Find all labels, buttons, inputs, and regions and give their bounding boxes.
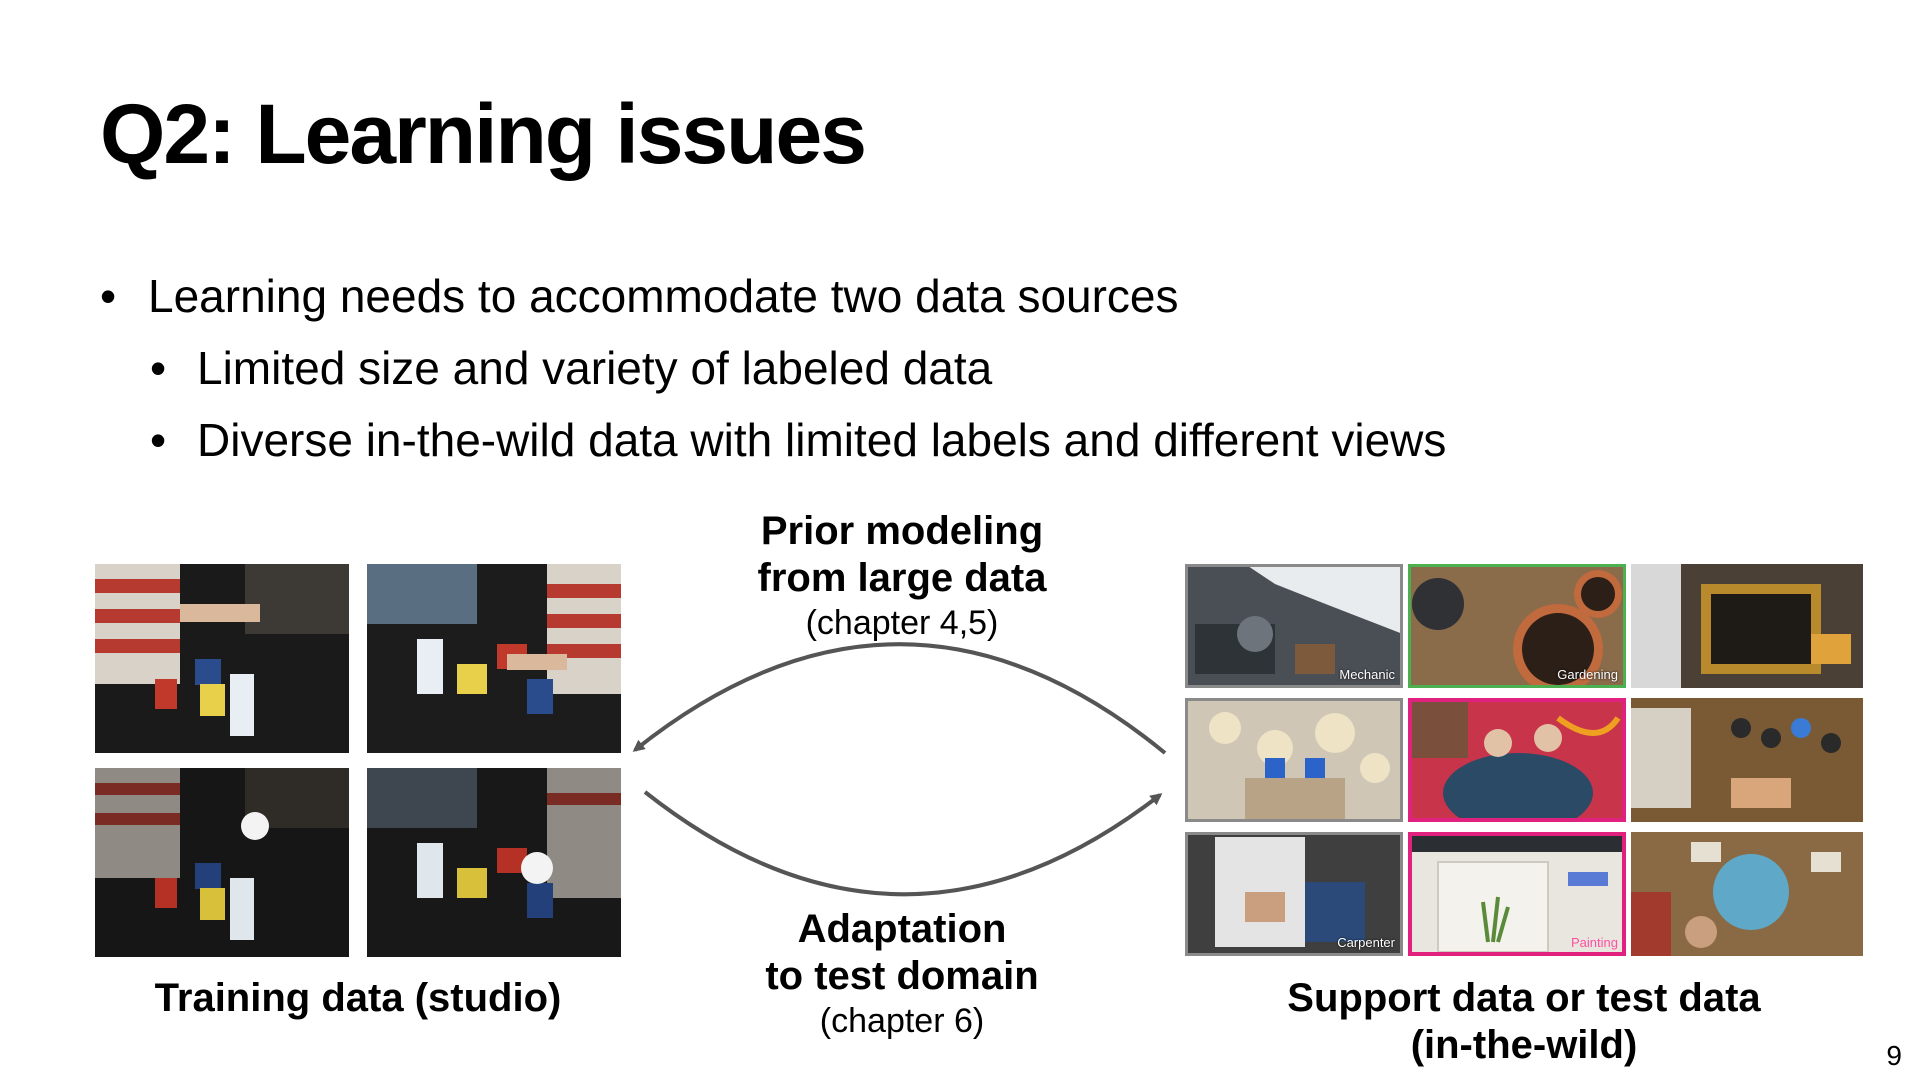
support-data-caption: Support data or test data (in-the-wild) — [1185, 975, 1863, 1069]
sub-bullet-item: • Diverse in-the-wild data with limited … — [100, 412, 1700, 484]
prior-modeling-line1: Prior modeling — [760, 509, 1044, 553]
gardening-tag: Gardening — [1557, 667, 1618, 682]
sub-bullet-text: Limited size and variety of labeled data — [197, 342, 993, 394]
prior-modeling-line2: from large data — [757, 556, 1047, 600]
carpenter-tag: Carpenter — [1337, 935, 1395, 950]
carpenter-photo: Carpenter — [1185, 832, 1403, 956]
studio-photo — [95, 768, 349, 957]
prior-modeling-chapter: (chapter 4,5) — [805, 604, 999, 642]
training-image-grid — [95, 564, 621, 957]
bullet-list: • Learning needs to accommodate two data… — [100, 268, 1700, 484]
gardening-photo: Gardening — [1408, 564, 1626, 688]
sub-bullet-text: Diverse in-the-wild data with limited la… — [197, 414, 1447, 466]
support-data-caption-line1: Support data or test data — [1287, 976, 1761, 1020]
bullet-item: • Learning needs to accommodate two data… — [100, 268, 1700, 340]
studio-photo — [367, 768, 621, 957]
flow-arrows — [632, 642, 1167, 897]
page-number: 9 — [1886, 1040, 1902, 1071]
crafting-photo — [1631, 698, 1863, 822]
arrow-to-training-data — [632, 642, 1167, 755]
studio-photo — [367, 564, 621, 753]
adaptation-line2: to test domain — [765, 954, 1039, 998]
training-data-caption: Training data (studio) — [154, 976, 562, 1020]
prior-modeling-label: Prior modeling from large data (chapter … — [702, 508, 1102, 644]
bullet-dot: • — [100, 270, 117, 322]
board-game-photo — [1631, 832, 1863, 956]
baking-photo — [1185, 698, 1403, 822]
adaptation-line1: Adaptation — [797, 907, 1007, 951]
painting-tag: Painting — [1571, 935, 1618, 950]
knitting-photo — [1408, 698, 1626, 822]
support-data-caption-line2: (in-the-wild) — [1410, 1023, 1638, 1067]
mechanic-photo: Mechanic — [1185, 564, 1403, 688]
slide-title: Q2: Learning issues — [100, 87, 867, 181]
cooking-photo — [1631, 564, 1863, 688]
adaptation-chapter: (chapter 6) — [819, 1002, 985, 1040]
in-the-wild-image-grid: Mechanic Gardening — [1185, 564, 1863, 957]
mechanic-tag: Mechanic — [1339, 667, 1395, 682]
studio-photo — [95, 564, 349, 753]
bullet-dot: • — [150, 414, 167, 466]
adaptation-label: Adaptation to test domain (chapter 6) — [702, 906, 1102, 1042]
arrow-to-test-data — [643, 790, 1163, 897]
bullet-text: Learning needs to accommodate two data s… — [148, 270, 1179, 322]
sub-bullet-item: • Limited size and variety of labeled da… — [100, 340, 1700, 412]
painting-photo: Painting — [1408, 832, 1626, 956]
bullet-dot: • — [150, 342, 167, 394]
